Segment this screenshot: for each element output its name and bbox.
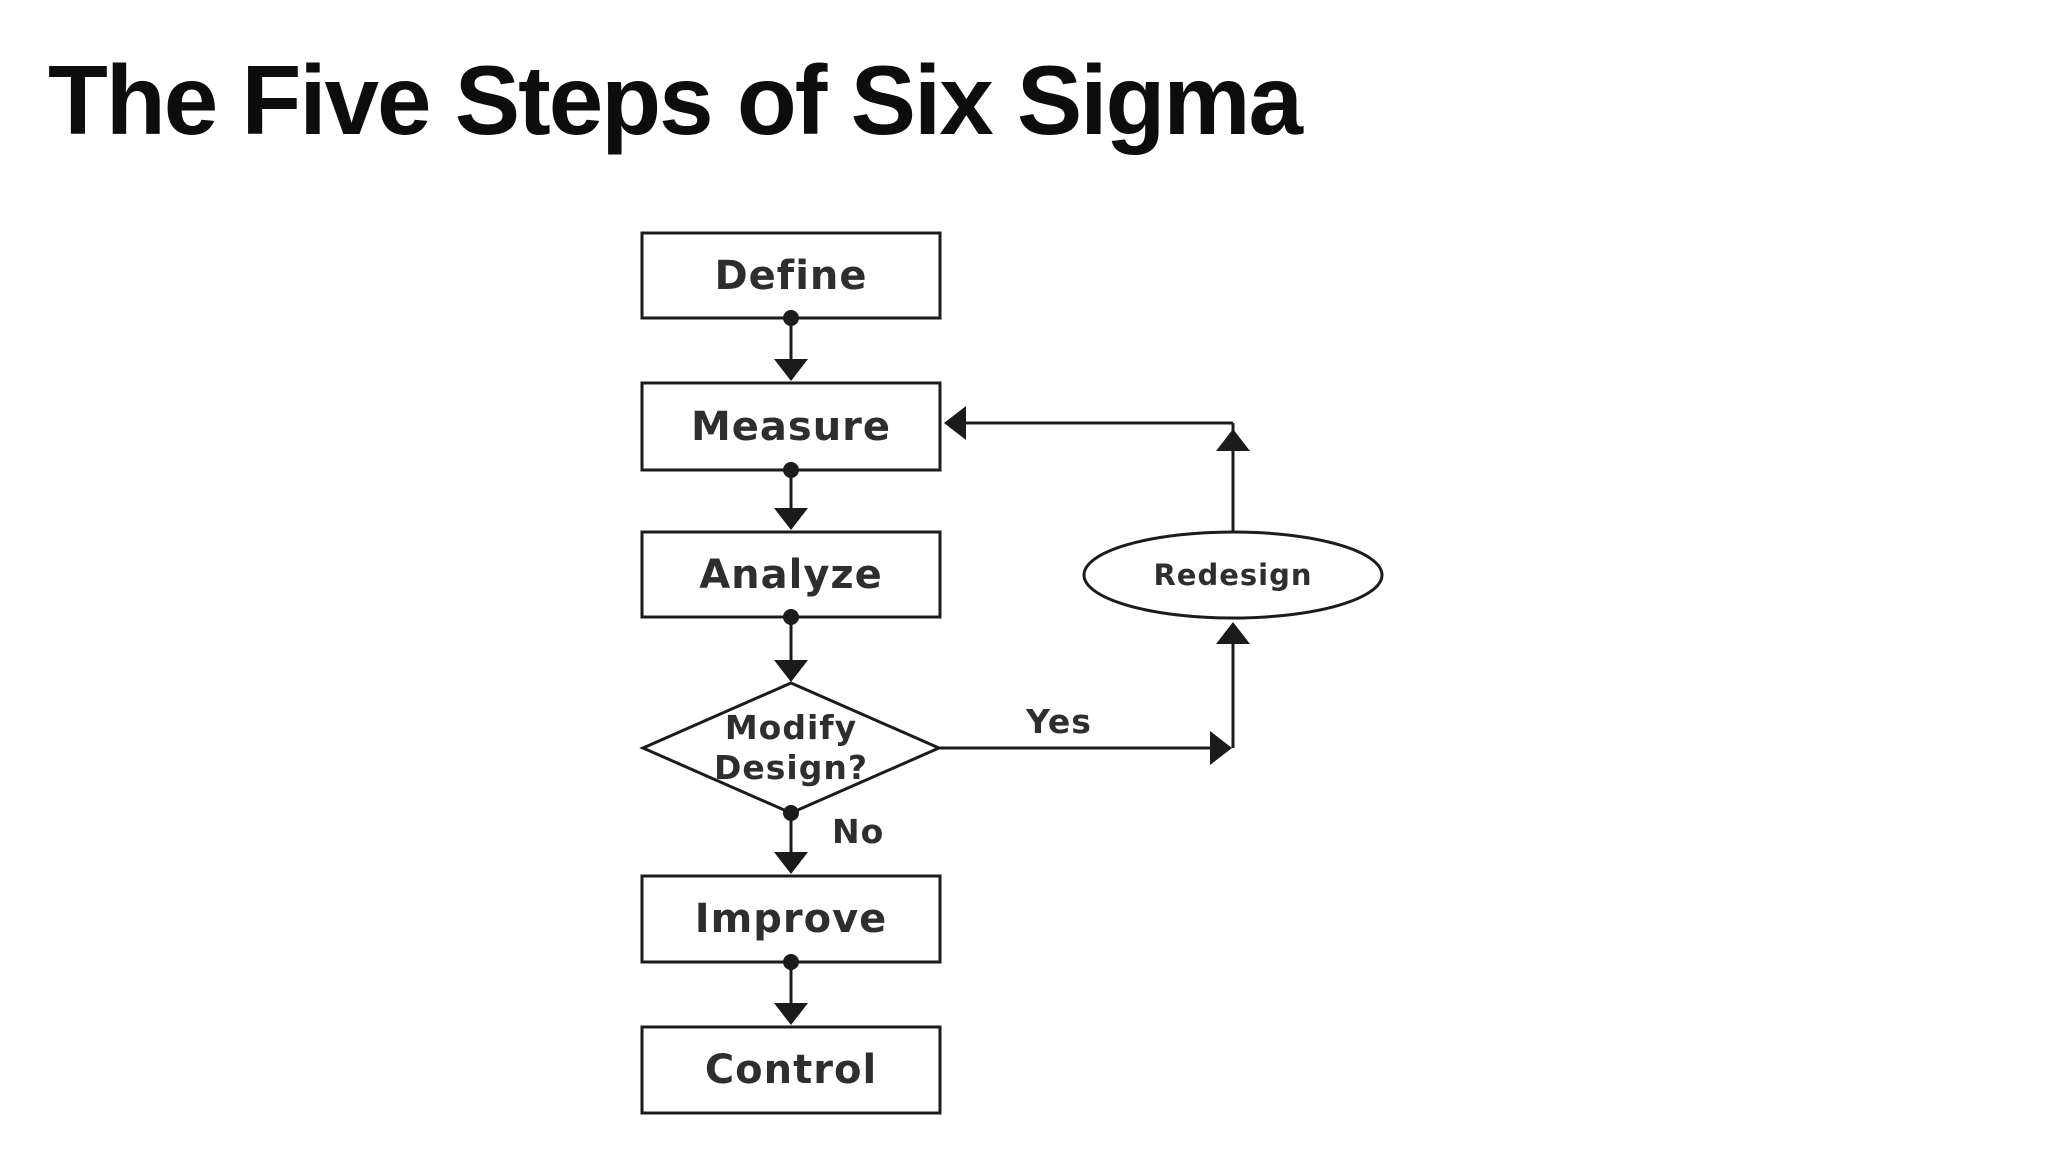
measure-box-shape: [640, 381, 942, 472]
arrowhead-into-decision: [774, 660, 808, 682]
improve-node-label: Improve: [694, 896, 888, 942]
dot-decision-bottom: [783, 805, 799, 821]
arrowhead-into-analyze: [774, 508, 808, 530]
arrowhead-into-improve: [774, 852, 808, 874]
define-box-shape: [640, 231, 942, 320]
yes-edge-label: Yes: [1026, 702, 1092, 741]
control-box-shape: [640, 1025, 942, 1115]
arrowhead-into-control: [774, 1003, 808, 1025]
measure-node-label: Measure: [690, 403, 892, 450]
arrowhead-into-measure-top: [774, 359, 808, 381]
define-node-label: Define: [714, 252, 868, 299]
arrowhead-loop-top: [1216, 429, 1250, 451]
page-title: The Five Steps of Six Sigma: [48, 45, 1303, 155]
control-node-label: Control: [704, 1047, 878, 1093]
decision-node-label: Modify Design?: [714, 708, 868, 787]
no-edge-label: No: [832, 812, 885, 851]
arrowhead-into-redesign: [1216, 622, 1250, 644]
analyze-node-label: Analyze: [699, 551, 883, 598]
dot-improve-bottom: [783, 954, 799, 970]
dot-define-bottom: [783, 310, 799, 326]
analyze-box-shape: [640, 530, 942, 619]
arrowhead-yes-corner: [1210, 731, 1232, 765]
redesign-node-label: Redesign: [1153, 558, 1313, 592]
arrowhead-into-measure-right: [944, 406, 966, 440]
dot-measure-bottom: [783, 462, 799, 478]
dot-analyze-bottom: [783, 609, 799, 625]
